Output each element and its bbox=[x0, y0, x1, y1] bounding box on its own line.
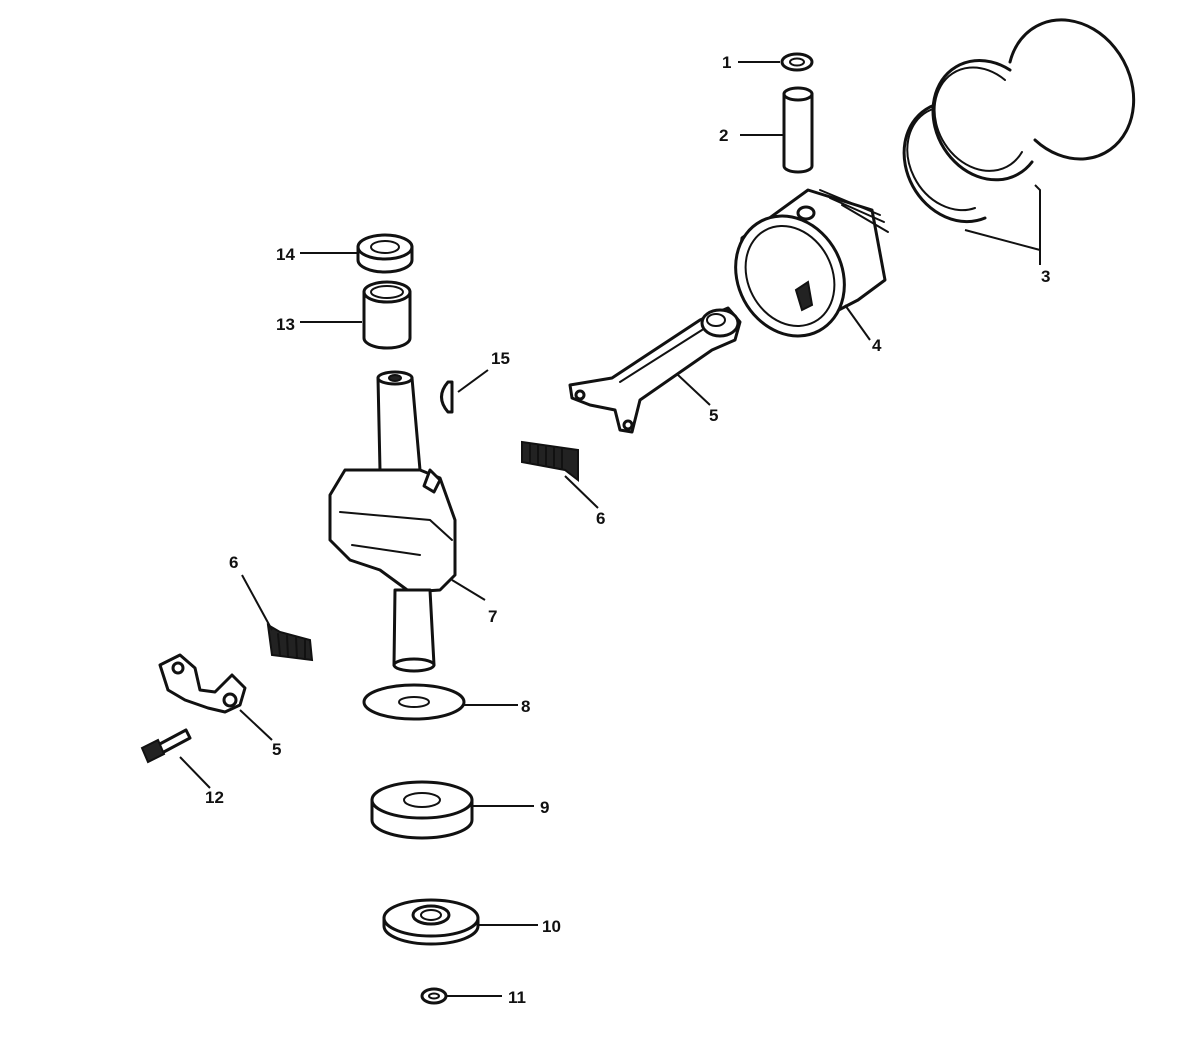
callout-4: 4 bbox=[872, 336, 882, 355]
part-7-crankshaft bbox=[328, 370, 457, 673]
callout-8: 8 bbox=[521, 697, 530, 716]
callout-7: 7 bbox=[488, 607, 497, 626]
part-11-washer bbox=[420, 987, 448, 1005]
part-14-oil-seal bbox=[356, 233, 414, 274]
callout-15: 15 bbox=[491, 349, 510, 368]
part-13-bushing bbox=[362, 280, 412, 350]
callout-12: 12 bbox=[205, 788, 224, 807]
callout-6-upper: 6 bbox=[596, 509, 605, 528]
part-6-needle-bearing-upper bbox=[521, 440, 579, 483]
callout-14: 14 bbox=[276, 245, 295, 264]
callout-9: 9 bbox=[540, 798, 549, 817]
callout-2: 2 bbox=[719, 126, 728, 145]
part-10-seal bbox=[382, 898, 480, 946]
callout-10: 10 bbox=[542, 917, 561, 936]
callout-3: 3 bbox=[1041, 267, 1050, 286]
part-12-cap-screw bbox=[140, 728, 192, 764]
callout-5-cap: 5 bbox=[272, 740, 281, 759]
callout-1: 1 bbox=[722, 53, 731, 72]
part-1-piston-pin-clip bbox=[780, 52, 814, 72]
part-5-connecting-rod bbox=[568, 306, 742, 434]
part-8-thrust-washer bbox=[362, 683, 466, 721]
callout-11: 11 bbox=[508, 988, 526, 1007]
part-3-piston-rings bbox=[902, 18, 1136, 224]
callout-6-lower: 6 bbox=[229, 553, 238, 572]
part-15-woodruff-key bbox=[440, 380, 454, 414]
part-6-needle-bearing-lower bbox=[266, 623, 314, 662]
callout-13: 13 bbox=[276, 315, 295, 334]
leader-lines bbox=[179, 61, 1041, 997]
part-4-piston bbox=[734, 188, 889, 338]
part-9-seal-housing bbox=[370, 780, 474, 840]
part-5-rod-cap bbox=[158, 653, 247, 714]
callout-5-rod: 5 bbox=[709, 406, 718, 425]
callout-labels: 1 2 3 4 5 6 7 15 14 13 6 5 8 9 10 11 12 bbox=[205, 53, 1050, 1007]
part-2-piston-pin bbox=[782, 86, 814, 174]
